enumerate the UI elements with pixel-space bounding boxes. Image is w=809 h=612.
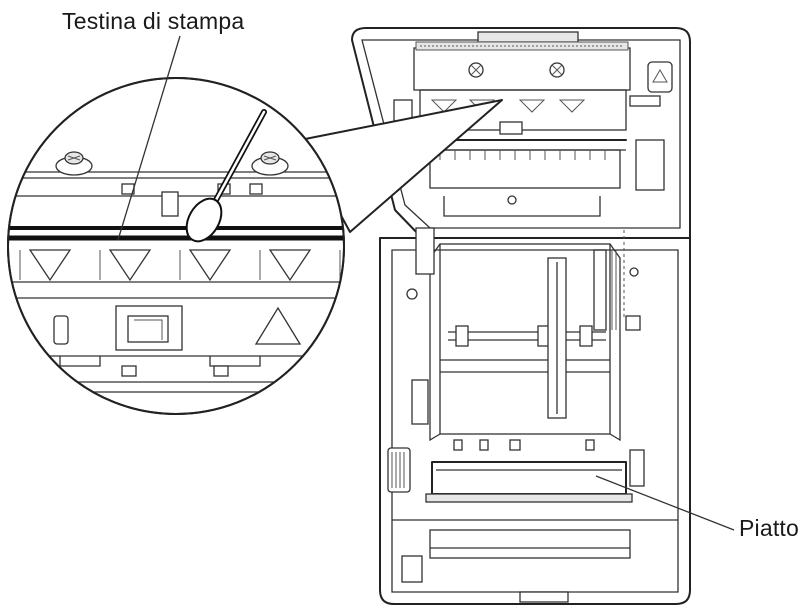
printer-front: [392, 519, 678, 603]
magnified-detail: [7, 77, 345, 415]
cotton-swab: [185, 109, 267, 243]
screw-icon: [251, 151, 289, 176]
print-head-label: Testina di stampa: [62, 8, 245, 34]
paper-compartment: [406, 227, 641, 451]
print-head-leader-line: [117, 35, 181, 241]
platen-roller: [387, 447, 645, 503]
head-assembly: [393, 41, 673, 217]
platen-label: Piatto: [739, 515, 800, 541]
platen-leader-line: [595, 475, 735, 531]
screw-icon: [55, 151, 93, 176]
